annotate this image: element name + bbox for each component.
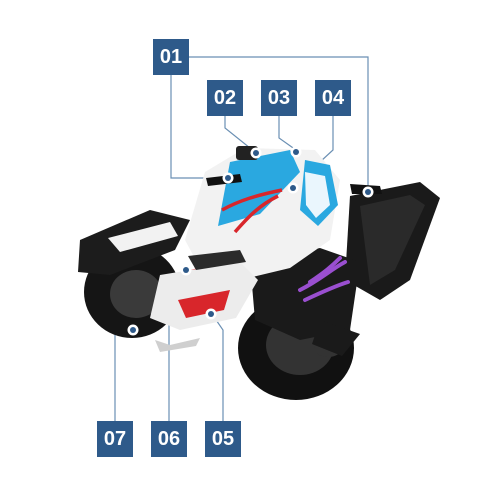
marker-dot-03 xyxy=(290,146,302,158)
marker-dot-06 xyxy=(180,264,192,276)
cyan-panel-left xyxy=(218,150,300,226)
callout-02[interactable]: 02 xyxy=(207,80,243,116)
marker-dot-04 xyxy=(287,182,299,194)
marker-dot-01a xyxy=(222,172,234,184)
leader-line-03 xyxy=(278,116,297,151)
flame-decal xyxy=(298,256,350,302)
marker-dot-01b xyxy=(362,186,374,198)
marker-dot-07 xyxy=(127,324,139,336)
leader-line-02 xyxy=(224,116,256,153)
callout-01[interactable]: 01 xyxy=(153,39,189,75)
callout-07[interactable]: 07 xyxy=(97,421,133,457)
leader-line-05 xyxy=(211,313,224,421)
vehicle-body xyxy=(78,146,440,400)
leader-line-01b xyxy=(189,56,369,190)
marker-dots xyxy=(127,146,374,336)
callout-03[interactable]: 03 xyxy=(261,80,297,116)
callout-05[interactable]: 05 xyxy=(205,421,241,457)
callout-04[interactable]: 04 xyxy=(315,80,351,116)
leader-line-07 xyxy=(114,329,132,421)
marker-dot-05 xyxy=(205,308,217,320)
marker-dot-02 xyxy=(250,147,262,159)
callout-06[interactable]: 06 xyxy=(151,421,187,457)
